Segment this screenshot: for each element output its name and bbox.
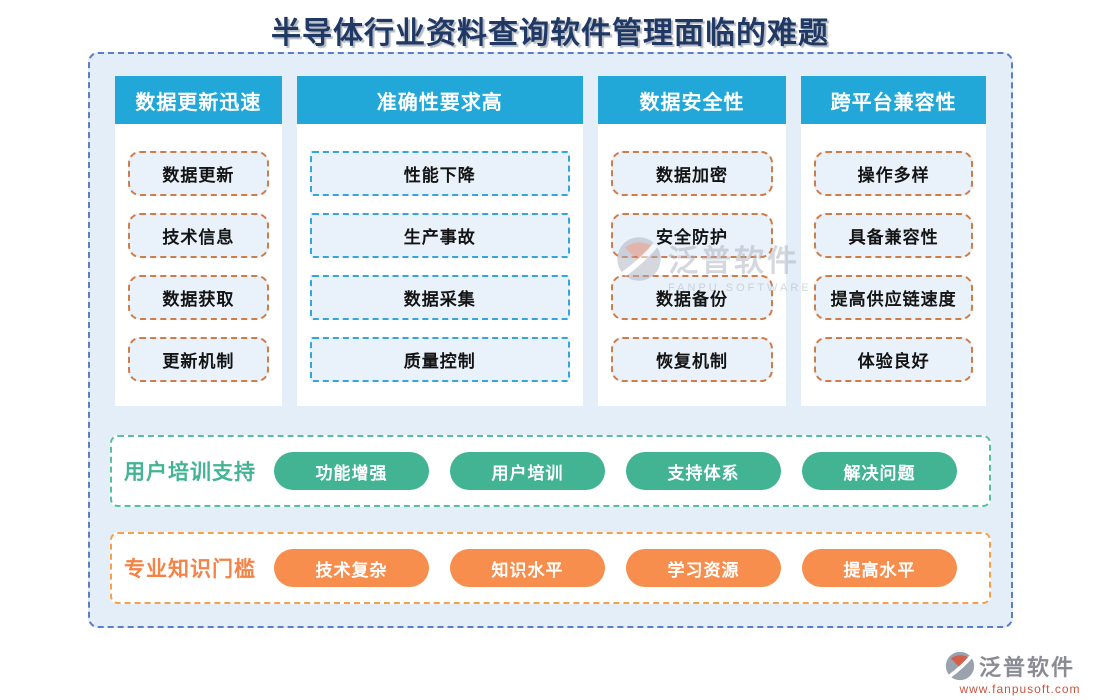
fanpu-logo-icon	[945, 651, 975, 681]
column-accuracy: 准确性要求高 性能下降 生产事故 数据采集 质量控制	[296, 76, 583, 406]
item-box: 数据获取	[128, 275, 269, 320]
item-box: 安全防护	[610, 213, 774, 258]
item-box: 数据加密	[610, 151, 774, 196]
page-title: 半导体行业资料查询软件管理面临的难题	[271, 17, 829, 50]
pill: 学习资源	[626, 549, 781, 587]
item-box: 更新机制	[128, 337, 269, 382]
column-items: 性能下降 生产事故 数据采集 质量控制	[297, 124, 583, 406]
item-box: 技术信息	[128, 213, 269, 258]
footer-logo-row: 泛普软件	[945, 650, 1095, 682]
pill: 知识水平	[450, 549, 605, 587]
item-box: 数据更新	[128, 151, 269, 196]
column-data-update-speed: 数据更新迅速 数据更新 技术信息 数据获取 更新机制	[115, 76, 282, 406]
footer-logo-url: www.fanpusoft.com	[959, 682, 1081, 696]
item-box: 操作多样	[814, 151, 973, 196]
item-box: 质量控制	[309, 337, 570, 382]
pill: 解决问题	[802, 452, 957, 490]
problem-columns: 数据更新迅速 数据更新 技术信息 数据获取 更新机制 准确性要求高 性能下降 生…	[115, 76, 986, 406]
band-user-training: 用户培训支持 功能增强 用户培训 支持体系 解决问题	[110, 435, 991, 507]
pill: 用户培训	[450, 452, 605, 490]
band-label: 用户培训支持	[124, 461, 256, 484]
column-items: 数据加密 安全防护 数据备份 恢复机制	[598, 124, 787, 406]
item-box: 性能下降	[309, 151, 570, 196]
column-header: 数据安全性	[597, 76, 787, 124]
item-box: 提高供应链速度	[814, 275, 973, 320]
column-cross-platform: 跨平台兼容性 操作多样 具备兼容性 提高供应链速度 体验良好	[801, 76, 986, 406]
item-box: 生产事故	[309, 213, 570, 258]
pill: 提高水平	[802, 549, 957, 587]
pill: 技术复杂	[274, 549, 429, 587]
footer-logo: 泛普软件 www.fanpusoft.com	[945, 650, 1095, 696]
item-box: 具备兼容性	[814, 213, 973, 258]
footer-logo-name: 泛普软件	[979, 655, 1076, 680]
column-items: 操作多样 具备兼容性 提高供应链速度 体验良好	[801, 124, 986, 406]
column-data-security: 数据安全性 数据加密 安全防护 数据备份 恢复机制	[597, 76, 787, 406]
column-header: 准确性要求高	[296, 76, 583, 124]
item-box: 数据采集	[309, 275, 570, 320]
band-pills: 技术复杂 知识水平 学习资源 提高水平	[274, 549, 957, 587]
band-pills: 功能增强 用户培训 支持体系 解决问题	[274, 452, 957, 490]
column-header: 跨平台兼容性	[801, 76, 986, 124]
column-header: 数据更新迅速	[115, 76, 282, 124]
diagram-board: 数据更新迅速 数据更新 技术信息 数据获取 更新机制 准确性要求高 性能下降 生…	[88, 52, 1013, 628]
column-items: 数据更新 技术信息 数据获取 更新机制	[115, 124, 282, 406]
item-box: 数据备份	[610, 275, 774, 320]
pill: 功能增强	[274, 452, 429, 490]
pill: 支持体系	[626, 452, 781, 490]
item-box: 体验良好	[814, 337, 973, 382]
item-box: 恢复机制	[610, 337, 774, 382]
band-knowledge-threshold: 专业知识门槛 技术复杂 知识水平 学习资源 提高水平	[110, 532, 991, 604]
band-label: 专业知识门槛	[124, 558, 256, 581]
